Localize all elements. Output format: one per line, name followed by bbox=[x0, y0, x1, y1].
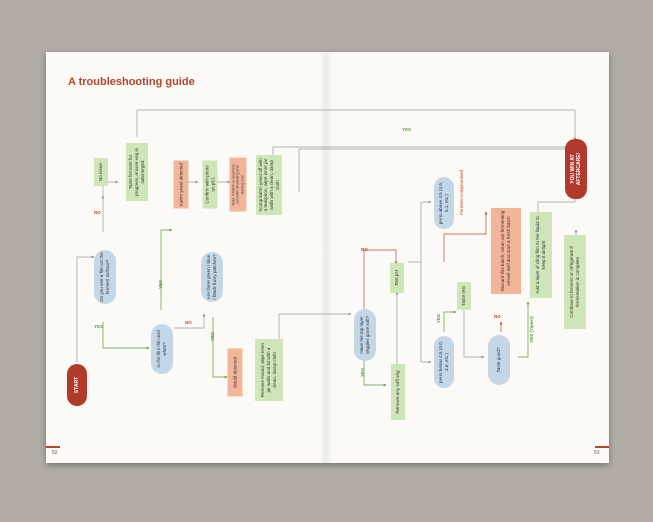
edge-label-ferment-compromised: Ferment compromised bbox=[459, 169, 465, 216]
edge-label-yes: YES bbox=[94, 324, 104, 329]
taste-test: Taste test bbox=[457, 282, 471, 310]
no-issue: No issue bbox=[94, 158, 108, 186]
edge-label-no: NO bbox=[94, 210, 101, 215]
top-layer-question: Have the top layer veggies gone soft? bbox=[354, 309, 376, 361]
discard-batch: Discard this batch, clean out fermenting… bbox=[491, 208, 521, 294]
taste-good-question: Taste good? bbox=[488, 335, 510, 385]
confirm-photo: Confirm with photo on p51 bbox=[202, 160, 218, 209]
edge-label-no: NO bbox=[494, 314, 501, 319]
gutter-shadow-left bbox=[320, 52, 326, 463]
page-number-left: 52 bbox=[52, 450, 58, 456]
win-node: YOU WIN AT AFTERCARE! bbox=[565, 139, 587, 199]
taste-ferment: Taste ferment for progress, ensure veg i… bbox=[126, 143, 148, 201]
page-title: A troubleshooting guide bbox=[68, 76, 195, 88]
kahm-note: Note: if Kahm is recurrent, consider dis… bbox=[229, 157, 247, 212]
edge-label-yes: YES bbox=[436, 313, 442, 324]
page-number-right: 53 bbox=[594, 450, 600, 456]
page-rule-left bbox=[46, 446, 60, 448]
test-ph: Test pH bbox=[390, 263, 404, 293]
mould-detected: Mould detected bbox=[227, 348, 243, 397]
remove-mould: Remove mould, wipe inner jar walls and l… bbox=[255, 339, 283, 401]
edge-label-yes: YES bbox=[158, 279, 164, 290]
film-question: Do you see a film on the ferment surface… bbox=[94, 250, 116, 304]
edge-label-no: NO bbox=[361, 247, 368, 252]
start-node: START bbox=[67, 364, 87, 406]
remove-soft-veg: Remove any soft veg bbox=[391, 364, 405, 420]
edge-label-yes: YES bbox=[402, 127, 412, 132]
gutter-shadow-right bbox=[326, 52, 332, 463]
flow-connectors bbox=[76, 109, 578, 387]
film-thin-white-question: Is the film thin and white? bbox=[151, 324, 173, 374]
edge-label-yes: YES bbox=[210, 331, 216, 342]
edge-label-yes: YES bbox=[360, 367, 366, 378]
continue-ferment: Continue to ferment or refrigerate if fe… bbox=[564, 235, 586, 329]
edge-label-yes-yipee: YES (Yipee!) bbox=[528, 316, 534, 343]
book-spread: A troubleshooting guide bbox=[46, 52, 609, 463]
kahm-detected: Kahm yeast detected bbox=[173, 160, 189, 209]
scoop-kahm: Scoop kahm yeast off with a teaspoon, wi… bbox=[256, 155, 282, 215]
ph-below-node: pH is below 4.5 (4.0, 3.6, etc.) bbox=[434, 336, 454, 388]
edge-label-no: NO bbox=[185, 320, 192, 325]
fuzzy-patches-question: Are there green / blue / black fuzzy pat… bbox=[201, 252, 223, 302]
page-rule-right bbox=[595, 446, 609, 448]
add-cling-film: Add a layer of cling film to the liquid … bbox=[530, 212, 552, 298]
ph-above-node: pH is above 4.5 (4.6, 5.1, etc.) bbox=[434, 177, 454, 229]
